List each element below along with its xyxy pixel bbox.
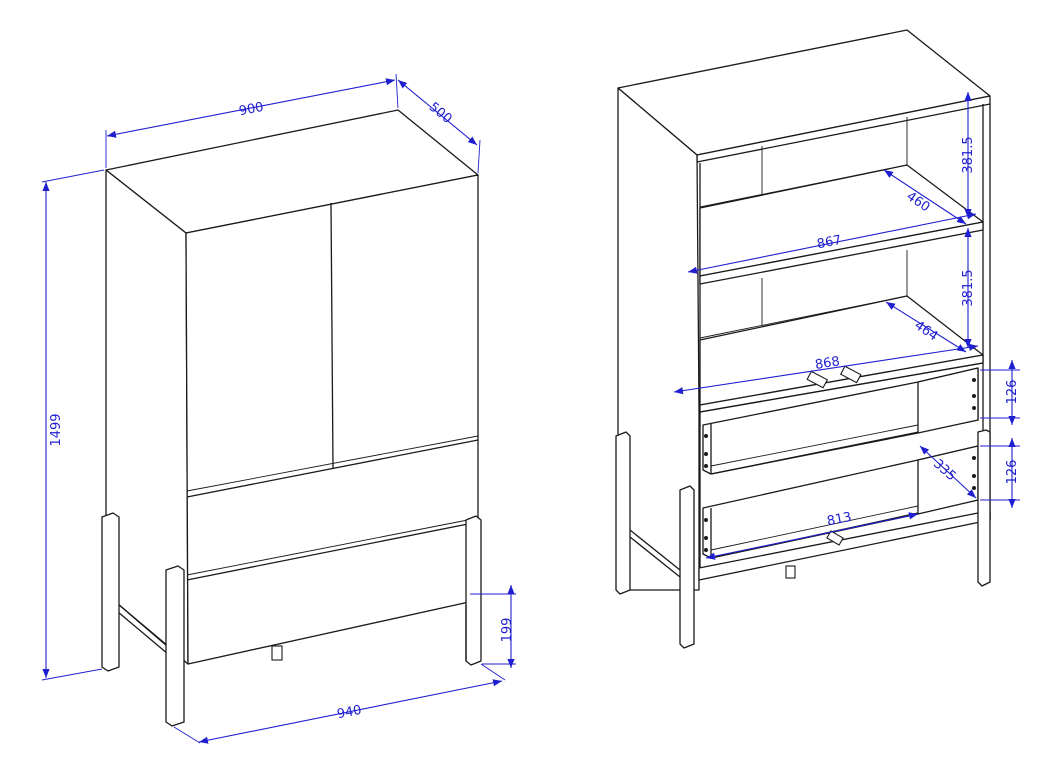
door-divider xyxy=(330,202,334,469)
dim-height-label: 1499 xyxy=(49,413,64,446)
open-leg-right xyxy=(977,429,991,587)
closed-view-dimensions: 900 500 1499 940 199 xyxy=(41,73,516,744)
dim-leg-height-label: 199 xyxy=(500,618,515,643)
dim-width-label: 900 xyxy=(238,100,265,119)
open-view-dimensions: 381.5 381.5 460 867 464 868 126 126 335 … xyxy=(673,92,1020,560)
shelf-top xyxy=(699,164,984,277)
open-leg-back-left xyxy=(615,431,631,595)
dim-drawer-height-bottom-label: 126 xyxy=(1005,460,1020,485)
dim-shelf-width-top-label: 867 xyxy=(816,233,843,252)
drawer-separator xyxy=(186,521,479,581)
dim-shelf-width-middle-label: 868 xyxy=(814,354,841,373)
closed-cabinet xyxy=(101,109,482,727)
open-leg-front-left xyxy=(679,485,695,649)
dim-drawer-height-top-label: 126 xyxy=(1005,380,1020,405)
leg-front-left xyxy=(165,565,185,727)
foot-bottom xyxy=(785,565,796,579)
drawer-handle xyxy=(271,645,283,661)
dim-leg-span-label: 940 xyxy=(336,703,363,722)
dim-shelf-gap-top-label: 381.5 xyxy=(961,136,976,173)
leg-front-right xyxy=(465,515,482,666)
dim-shelf-gap-middle-label: 381.5 xyxy=(961,269,976,306)
leg-back-left xyxy=(101,512,120,672)
dim-drawer-width-label: 813 xyxy=(826,510,853,529)
door-bottom-edge xyxy=(186,439,479,498)
